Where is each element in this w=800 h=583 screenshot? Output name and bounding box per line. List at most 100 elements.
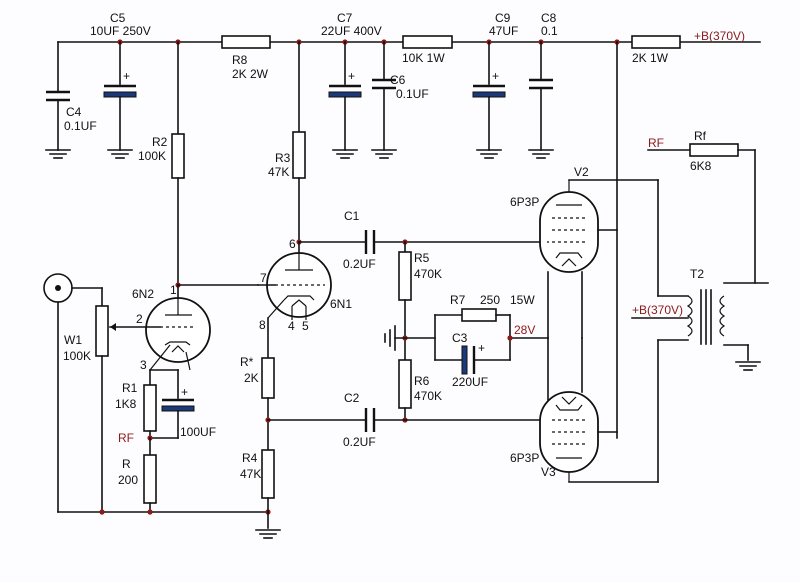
c5-value: 10UF 250V (90, 24, 151, 38)
v3-type: 6P3P (510, 451, 539, 465)
r7-wattage: 15W (510, 293, 535, 307)
c1-value: 0.2UF (343, 257, 376, 271)
r-10k-value: 10K 1W (402, 51, 445, 65)
r1-resistor (143, 384, 157, 432)
labels: C5 10UF 250V C7 22UF 400V C9 47UF C8 0.1… (63, 11, 745, 487)
c2-value: 0.2UF (343, 435, 376, 449)
r-200-resistor (143, 454, 157, 504)
pin1-label: 1 (170, 283, 177, 297)
c4-capacitor (45, 90, 71, 159)
svg-text:+: + (348, 69, 355, 83)
svg-text:+: + (478, 341, 485, 355)
r-10k-resistor (402, 35, 453, 49)
b-plus-right-label: +B(370V) (632, 303, 683, 317)
r-2k-resistor (631, 35, 681, 49)
rf-resistor (689, 143, 739, 157)
r1-value: 1K8 (115, 397, 137, 411)
r7-resistor (461, 308, 497, 322)
c8-value: 0.1 (541, 24, 558, 38)
pin4-label: 4 (288, 319, 295, 333)
pin7-label: 7 (260, 271, 267, 285)
r3-label: R3 (275, 151, 291, 165)
r-label: R (122, 457, 131, 471)
pin2-label: 2 (136, 312, 143, 326)
t2-label: T2 (690, 267, 704, 281)
c8-label: C8 (541, 11, 557, 25)
c4-value: 0.1UF (64, 119, 97, 133)
6n2-label: 6N2 (132, 287, 154, 301)
svg-text:+: + (181, 385, 188, 399)
r2-resistor (171, 133, 185, 179)
voltage-28v-label: 28V (514, 323, 535, 337)
c8-capacitor (528, 41, 554, 159)
v2-label: V2 (574, 165, 589, 179)
r3-resistor (292, 131, 306, 179)
r4-resistor (261, 449, 275, 499)
c3-capacitor: + (461, 341, 485, 375)
r3-value: 47K (268, 165, 289, 179)
c2-label: C2 (344, 391, 360, 405)
c1-capacitor (364, 230, 376, 254)
r-value: 200 (118, 473, 138, 487)
pin8-label: 8 (259, 318, 266, 332)
t2-transformer (686, 289, 726, 345)
c7-value: 22UF 400V (321, 24, 382, 38)
6n1-label: 6N1 (330, 297, 352, 311)
c-100uf-value: 100UF (180, 425, 216, 439)
c9-capacitor: + (472, 41, 506, 159)
r4-label: R4 (242, 451, 258, 465)
c7-label: C7 (337, 11, 353, 25)
r8-value: 2K 2W (232, 67, 269, 81)
r6-resistor (398, 359, 412, 409)
w1-value: 100K (63, 349, 91, 363)
r2-value: 100K (138, 149, 166, 163)
c5-capacitor: + (103, 41, 137, 159)
w1-potentiometer[interactable] (95, 305, 109, 357)
r-star-value: 2K (244, 371, 259, 385)
v2-output-tube (539, 180, 599, 273)
r-2k-value: 2K 1W (632, 51, 669, 65)
r5-value: 470K (414, 267, 442, 281)
top-supply-rail (57, 41, 761, 93)
c6-label: C6 (390, 73, 406, 87)
r7-value: 250 (480, 293, 500, 307)
6n2-tube (109, 284, 211, 386)
r-star-resistor (261, 357, 275, 399)
v3-label: V3 (541, 465, 556, 479)
svg-text:+: + (123, 69, 130, 83)
r8-label: R8 (232, 53, 248, 67)
bias-ground (384, 325, 396, 351)
r5-resistor (398, 251, 412, 301)
c6-capacitor (371, 41, 397, 159)
c3-label: C3 (452, 331, 468, 345)
pin3-label: 3 (140, 358, 147, 372)
v3-output-tube (539, 391, 599, 482)
r4-value: 47K (240, 467, 261, 481)
c4-label: C4 (66, 105, 82, 119)
c6-value: 0.1UF (396, 87, 429, 101)
w1-label: W1 (64, 333, 82, 347)
b-plus-top-label: +B(370V) (694, 29, 745, 43)
r8-resistor (221, 35, 271, 49)
c9-label: C9 (495, 11, 511, 25)
r6-label: R6 (414, 374, 430, 388)
rf-left-label: RF (648, 136, 664, 150)
pin5-label: 5 (302, 319, 309, 333)
pin6-label: 6 (289, 237, 296, 251)
r-star-label: R* (240, 355, 254, 369)
6n1-tube (257, 241, 332, 359)
input-jack[interactable] (43, 273, 73, 303)
c2-capacitor (364, 408, 376, 432)
c3-value: 220UF (452, 375, 488, 389)
v2-type: 6P3P (510, 195, 539, 209)
r1-label: R1 (122, 381, 138, 395)
r6-value: 470K (414, 389, 442, 403)
c9-value: 47UF (489, 24, 518, 38)
rf-label: Rf (694, 129, 707, 143)
r7-label: R7 (450, 293, 466, 307)
rf-feedback (647, 143, 756, 284)
r2-label: R2 (152, 135, 168, 149)
rf-mid-label: RF (118, 431, 134, 445)
r5-label: R5 (414, 251, 430, 265)
